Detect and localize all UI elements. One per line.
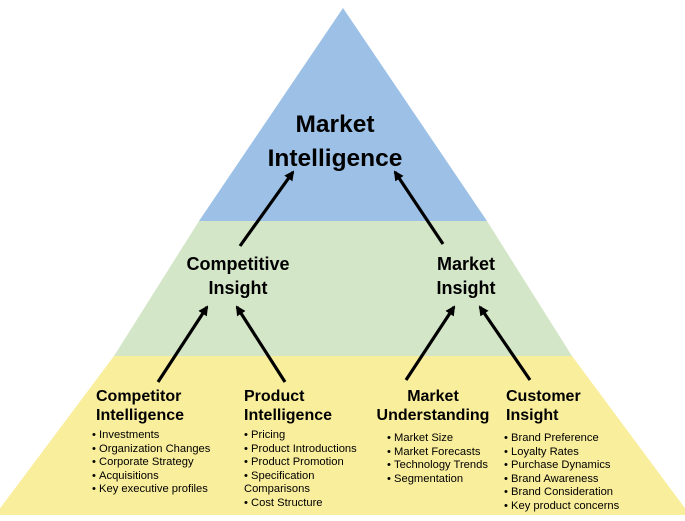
list-item: Segmentation: [387, 473, 488, 487]
arrow-market-insight-to-market-intelligence: [393, 170, 445, 245]
list-item: Market Size: [387, 432, 488, 446]
market-understanding-line2: Understanding: [376, 407, 490, 425]
market-insight-line2: Insight: [436, 278, 496, 298]
list-item: Purchase Dynamics: [504, 459, 619, 473]
list-item: Investments: [92, 429, 210, 443]
arrow-competitive-to-market-intelligence: [238, 170, 295, 247]
list-item: Brand Preference: [504, 432, 619, 446]
list-item: Organization Changes: [92, 443, 210, 457]
middle-tier: [114, 221, 572, 356]
market-intelligence-line1: Market: [295, 111, 375, 138]
product-intelligence-line2: Intelligence: [244, 407, 333, 425]
arrow-product-to-competitive-insight: [235, 305, 287, 383]
market-understanding-line1: Market: [407, 388, 459, 405]
list-item: Market Forecasts: [387, 446, 488, 460]
customer-insight-heading: Customer Insight: [506, 387, 581, 425]
market-understanding-heading: Market Understanding: [372, 387, 494, 425]
competitive-insight-line2: Insight: [208, 278, 268, 298]
list-item: Pricing: [244, 429, 364, 443]
market-insight-label: Market Insight: [406, 252, 526, 300]
customer-insight-line1: Customer: [506, 388, 581, 405]
arrow-market-understanding-to-market-insight: [404, 305, 456, 381]
list-item: Product Introductions: [244, 443, 364, 457]
market-intelligence-line2: Intelligence: [267, 145, 403, 172]
market-understanding-list: Market Size Market Forecasts Technology …: [387, 432, 488, 486]
list-item: Key executive profiles: [92, 483, 210, 497]
list-item: Brand Consideration: [504, 486, 619, 500]
list-item: Technology Trends: [387, 459, 488, 473]
list-item: Acquisitions: [92, 470, 210, 484]
customer-insight-list: Brand Preference Loyalty Rates Purchase …: [504, 432, 619, 514]
product-intelligence-heading: Product Intelligence: [244, 387, 332, 425]
product-intelligence-list: Pricing Product Introductions Product Pr…: [244, 429, 364, 511]
arrow-customer-to-market-insight: [478, 305, 532, 381]
list-item: Product Promotion: [244, 456, 364, 470]
top-tier: [199, 8, 487, 221]
competitive-insight-label: Competitive Insight: [163, 252, 313, 300]
product-intelligence-line1: Product: [244, 388, 305, 405]
market-intelligence-title: Market Intelligence: [235, 108, 435, 176]
list-item: Key product concerns: [504, 500, 619, 514]
competitor-intelligence-list: Investments Organization Changes Corpora…: [92, 429, 210, 497]
arrow-competitor-to-competitive-insight: [156, 305, 209, 383]
competitive-insight-line1: Competitive: [186, 254, 290, 274]
list-item: Corporate Strategy: [92, 456, 210, 470]
list-item: Cost Structure: [244, 497, 364, 511]
market-insight-line1: Market: [436, 254, 496, 274]
competitor-intelligence-line2: Intelligence: [96, 407, 185, 425]
customer-insight-line2: Insight: [506, 407, 559, 425]
list-item: Loyalty Rates: [504, 446, 619, 460]
list-item: Specification Comparisons: [244, 470, 314, 497]
competitor-intelligence-line1: Competitor: [96, 388, 182, 405]
list-item: Brand Awareness: [504, 473, 619, 487]
competitor-intelligence-heading: Competitor Intelligence: [96, 387, 184, 425]
